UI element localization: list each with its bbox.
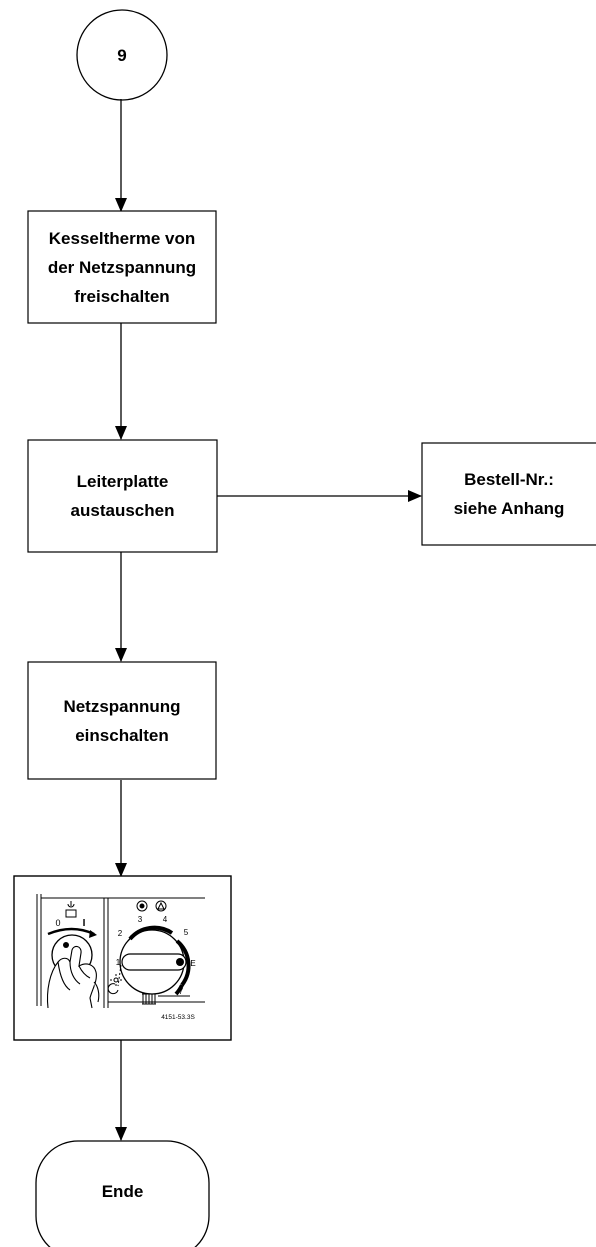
dial-knob-icon [117, 925, 191, 996]
dial-number-5: 5 [184, 928, 189, 937]
step-order-number-label: Bestell-Nr.: siehe Anhang [453, 470, 565, 518]
radiator-icon [142, 993, 156, 1005]
step-disconnect-label: Kesseltherme von der Netzspannung freisc… [47, 228, 197, 306]
dial-number-2: 2 [118, 929, 123, 938]
sun-moon-icon [107, 974, 122, 995]
start-connector-label: 9 [117, 45, 127, 65]
dial-number-4: 4 [163, 915, 168, 924]
dial-number-1: 1 [116, 958, 121, 967]
dial-number-3: 3 [138, 915, 143, 924]
switch-off-label: 0 [55, 918, 60, 928]
step-power-on-label: Netzspannung einschalten [63, 696, 181, 745]
hand-icon [46, 945, 100, 1009]
power-standby-icon [65, 901, 77, 918]
end-label: Ende [101, 1181, 144, 1201]
step-box-order-number [421, 442, 596, 546]
step-box-power-on [27, 661, 217, 780]
dial-number-e: E [190, 959, 195, 968]
step-box-replace-board [27, 439, 218, 553]
start-connector-circle [76, 9, 168, 101]
switch-on-label: I [83, 918, 86, 929]
warning-triangle-icon [155, 900, 167, 912]
chimney-sweep-icon [136, 900, 148, 912]
dial-number-7: 7 [179, 987, 184, 996]
step-box-disconnect [27, 210, 217, 324]
end-terminator-shape [35, 1140, 210, 1247]
step-replace-board-label: Leiterplatte austauschen [70, 472, 175, 520]
figure-code: 4151-53.3S [161, 1014, 195, 1021]
